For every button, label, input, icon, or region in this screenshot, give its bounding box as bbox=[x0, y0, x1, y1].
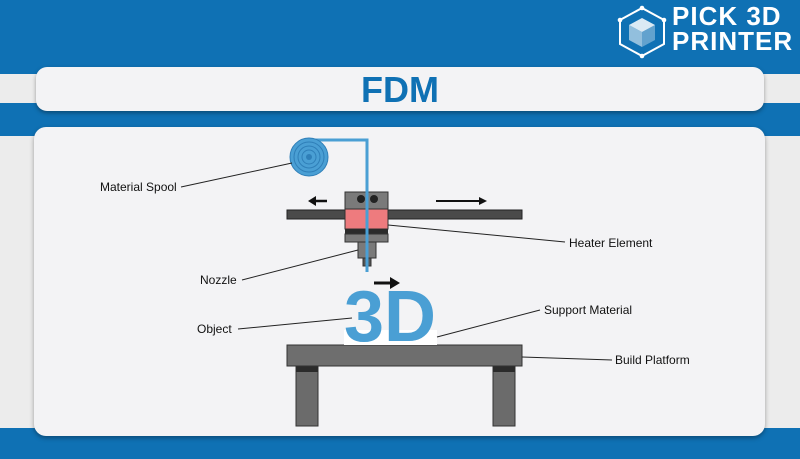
brand-logo[interactable]: PICK 3D PRINTER bbox=[614, 1, 800, 59]
label-material-spool: Material Spool bbox=[100, 180, 177, 194]
label-support-material: Support Material bbox=[544, 303, 632, 317]
printed-object: 3D bbox=[344, 277, 436, 357]
label-build-platform: Build Platform bbox=[615, 353, 690, 367]
brand-name: PICK 3D PRINTER bbox=[672, 1, 794, 56]
diagram-card bbox=[34, 127, 765, 436]
page-title: FDM bbox=[361, 69, 439, 110]
cube-logo-icon bbox=[617, 5, 667, 59]
build-platform bbox=[286, 344, 523, 427]
gantry-rail bbox=[286, 209, 523, 220]
label-heater-element: Heater Element bbox=[569, 236, 653, 250]
title-card: FDM bbox=[36, 67, 764, 111]
support-material bbox=[344, 330, 437, 345]
brand-line-2: PRINTER bbox=[672, 26, 794, 56]
label-object: Object bbox=[197, 322, 232, 336]
right-arrow-icon bbox=[436, 197, 487, 205]
left-arrow-icon bbox=[308, 196, 327, 206]
label-nozzle: Nozzle bbox=[200, 273, 237, 287]
material-spool bbox=[289, 137, 329, 177]
filament-line bbox=[309, 138, 369, 272]
header-band bbox=[0, 0, 800, 74]
brand-line-1: PICK 3D bbox=[672, 1, 782, 31]
leader-lines bbox=[180, 162, 613, 361]
forward-arrow-icon bbox=[374, 277, 400, 289]
